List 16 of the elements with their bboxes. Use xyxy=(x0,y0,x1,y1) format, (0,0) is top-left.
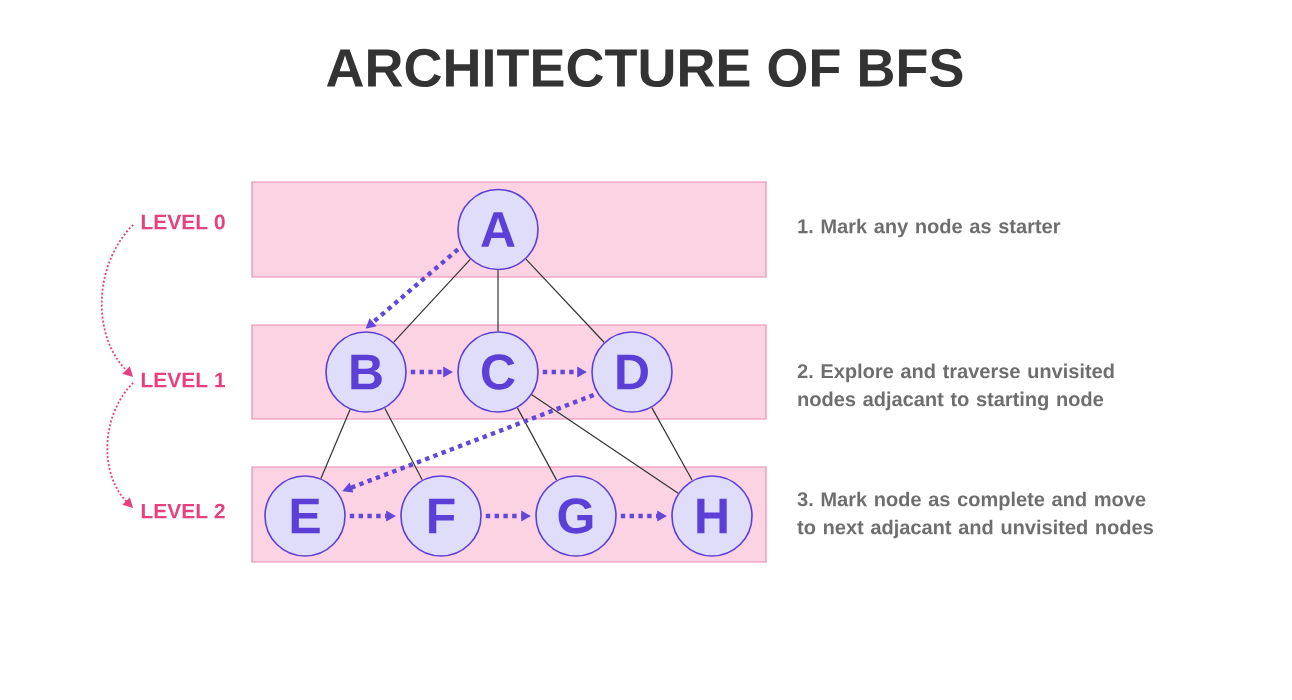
step-text: 1. Mark any node as starter xyxy=(798,218,1061,238)
connector-line xyxy=(651,407,693,481)
connector-line xyxy=(525,258,605,343)
level-label: LEVEL 1 xyxy=(141,372,225,388)
connector-line xyxy=(516,407,558,481)
connector-line xyxy=(320,408,351,480)
connector-line xyxy=(384,407,423,481)
step-text: 2. Explore and traverse unvisited nodes adjacant to starting node xyxy=(797,363,1114,411)
level-band xyxy=(251,181,767,278)
connector-line xyxy=(497,269,499,332)
title: ARCHITECTURE OF BFS xyxy=(326,48,963,88)
connector-line xyxy=(531,394,679,494)
connector-line xyxy=(393,258,471,343)
level-label: LEVEL 2 xyxy=(141,503,225,519)
step-text: 3. Mark node as complete and move to next adjacant and unvisited nodes xyxy=(797,491,1153,539)
level-label: LEVEL 0 xyxy=(141,214,225,230)
